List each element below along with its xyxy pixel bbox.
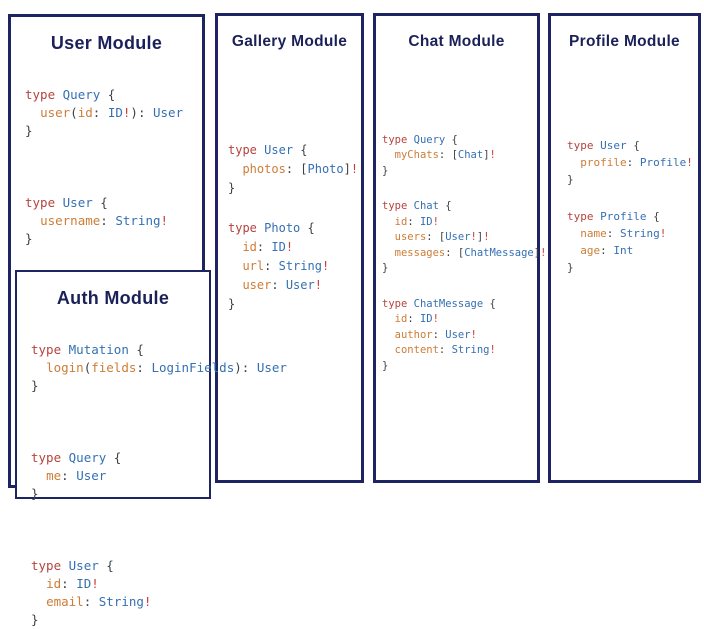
panel-chat-module: Chat Module type Query { myChats: [Chat]… xyxy=(373,13,547,483)
code-line: user: User! xyxy=(242,277,322,292)
code-line: name: String! xyxy=(580,226,667,240)
code-line: email: String! xyxy=(46,593,152,609)
code-line: users: [User!]! xyxy=(394,231,490,244)
panel-user-module: User Module type Query { user(id: ID!): … xyxy=(8,14,287,627)
code-line: } xyxy=(31,377,39,393)
code-line: id: ID! xyxy=(242,239,294,254)
code-line: id: ID! xyxy=(46,575,99,591)
code-line: type ChatMessage { xyxy=(382,297,496,310)
chat-module-schema-code: type Query { myChats: [Chat]!}type Chat … xyxy=(382,133,547,375)
code-line: type Query { xyxy=(382,133,458,146)
code-line: } xyxy=(567,172,574,186)
code-line: } xyxy=(25,230,33,246)
code-block: type Query { me: User} xyxy=(31,449,209,503)
code-line: myChats: [Chat]! xyxy=(394,149,496,162)
code-line: messages: [ChatMessage]! xyxy=(394,246,547,259)
user-module-schema-code: type Query { user(id: ID!): User}type Us… xyxy=(25,86,202,248)
code-line: user(id: ID!): User xyxy=(40,104,184,120)
code-line: type User { xyxy=(567,138,640,152)
code-line: type Query { xyxy=(31,449,122,465)
code-block: type User { profile: Profile!} xyxy=(567,137,698,188)
user-module-title: User Module xyxy=(50,33,163,53)
code-line: type Profile { xyxy=(567,209,660,223)
code-block: type User { id: ID! email: String!} xyxy=(31,557,209,629)
code-line: id: ID! xyxy=(394,313,439,326)
panel-auth-module: Auth Module type Mutation { login(fields… xyxy=(15,270,287,627)
code-line: } xyxy=(382,262,389,275)
gallery-module-title: Gallery Module xyxy=(231,33,348,50)
code-line: me: User xyxy=(46,467,107,483)
code-block: type Mutation { login(fields: LoginField… xyxy=(31,341,287,395)
code-line: type User { xyxy=(25,194,108,210)
code-line: } xyxy=(567,260,574,274)
code-line: photos: [Photo]! xyxy=(242,161,359,176)
code-line: type User { xyxy=(228,142,308,157)
code-line: username: String! xyxy=(40,212,169,228)
code-line: author: User! xyxy=(394,328,477,341)
code-line: id: ID! xyxy=(394,215,439,228)
code-line: login(fields: LoginFields): User xyxy=(46,359,287,375)
code-block: type Query { myChats: [Chat]!} xyxy=(382,133,537,180)
code-line: } xyxy=(228,296,236,311)
code-line: type Mutation { xyxy=(31,341,144,357)
code-line: type Query { xyxy=(25,86,116,102)
auth-module-title: Auth Module xyxy=(56,288,170,308)
code-line: } xyxy=(25,122,33,138)
gallery-module-schema-code: type User { photos: [Photo]!}type Photo … xyxy=(228,141,361,314)
panel-gallery-module: Gallery Module type User { photos: [Phot… xyxy=(215,13,364,483)
code-line: age: Int xyxy=(580,243,634,257)
code-line: } xyxy=(31,485,39,501)
code-block: type Chat { id: ID! users: [User!]! mess… xyxy=(382,199,547,277)
code-line: } xyxy=(382,164,389,177)
code-line: type User { xyxy=(31,557,114,573)
code-line: } xyxy=(31,611,39,627)
code-block: type Photo { id: ID! url: String! user: … xyxy=(228,219,361,314)
code-line: type Photo { xyxy=(228,220,315,235)
code-line: profile: Profile! xyxy=(580,155,693,169)
auth-module-schema-code: type Mutation { login(fields: LoginField… xyxy=(31,341,287,629)
modules-diagram: User Module type Query { user(id: ID!): … xyxy=(8,13,701,627)
code-line: content: String! xyxy=(394,344,496,357)
panel-profile-module: Profile Module type User { profile: Prof… xyxy=(548,13,701,483)
code-block: type User { photos: [Photo]!} xyxy=(228,141,361,198)
code-line: type Chat { xyxy=(382,200,452,213)
code-line: } xyxy=(228,180,236,195)
code-block: type ChatMessage { id: ID! author: User!… xyxy=(382,297,537,375)
code-line: url: String! xyxy=(242,258,330,273)
code-block: type Query { user(id: ID!): User} xyxy=(25,86,202,140)
code-block: type User { username: String!} xyxy=(25,194,202,248)
code-line: } xyxy=(382,359,389,372)
profile-module-schema-code: type User { profile: Profile!}type Profi… xyxy=(567,137,698,276)
code-block: type Profile { name: String! age: Int} xyxy=(567,208,698,276)
profile-module-title: Profile Module xyxy=(569,33,680,50)
chat-module-title: Chat Module xyxy=(408,33,505,50)
